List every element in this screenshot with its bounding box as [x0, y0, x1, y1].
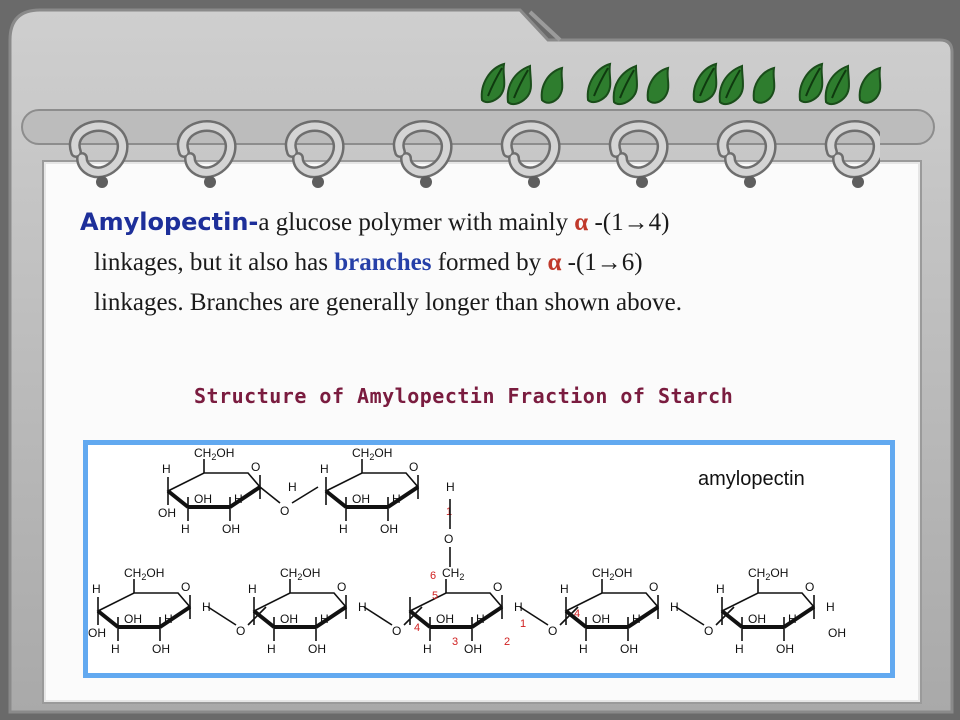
hydrogen: H: [234, 492, 243, 506]
ring-oxygen: O: [409, 460, 418, 474]
hydroxyl: OH: [620, 642, 638, 656]
hydrogen: H: [579, 642, 588, 656]
structure-diagram: amylopectin CH2OH O: [88, 446, 846, 656]
ch2oh-label: CH2OH: [748, 566, 788, 582]
hydrogen: H: [826, 600, 835, 614]
ring-oxygen: O: [181, 580, 190, 594]
position-number: 4: [574, 608, 580, 620]
branch-oxygen: O: [444, 532, 453, 546]
ch2oh-label: CH2OH: [592, 566, 632, 582]
hydroxyl: OH: [308, 642, 326, 656]
definition-paragraph: Amylopectin-a glucose polymer with mainl…: [80, 202, 880, 323]
glucose-residue-branch-point: CH2 O OH H H OH H 6 5 4 3 2 1: [408, 566, 526, 656]
position-number: 5: [432, 590, 438, 602]
amylopectin-structure-figure: amylopectin CH2OH O: [83, 440, 895, 678]
linkage-1-6: -(1→6): [561, 249, 643, 276]
line2-mid-text: formed by: [431, 249, 548, 276]
hydrogen: H: [181, 522, 190, 536]
hydrogen: H: [320, 462, 329, 476]
ch2oh-label: CH2OH: [194, 446, 234, 462]
glucose-residue-chain-1: CH2OH O H OH OH H H OH H: [88, 566, 211, 656]
ring-oxygen: O: [805, 580, 814, 594]
alpha-symbol: α: [547, 249, 562, 276]
glucose-residue-chain-5: CH2OH O H OH H H OH H OH: [716, 566, 846, 656]
definition-line-1: Amylopectin-a glucose polymer with mainl…: [80, 202, 880, 243]
hydroxyl: OH: [158, 506, 176, 520]
position-number: 1: [446, 506, 452, 518]
hydroxyl: OH: [828, 626, 846, 640]
glucose-residue-branch-2: CH2OH O H OH H H OH H 1: [320, 446, 455, 536]
hydrogen: H: [288, 480, 297, 494]
hydrogen: H: [670, 600, 679, 614]
position-number: 2: [504, 636, 510, 648]
ch2oh-label: CH2OH: [124, 566, 164, 582]
hydrogen: H: [164, 612, 173, 626]
glycosidic-oxygen: O: [548, 624, 557, 638]
position-number: 1: [520, 618, 526, 630]
hydrogen: H: [423, 642, 432, 656]
figure-title: Structure of Amylopectin Fraction of Sta…: [194, 384, 734, 408]
hydrogen: H: [632, 612, 641, 626]
hydroxyl: OH: [152, 642, 170, 656]
hydrogen: H: [716, 582, 725, 596]
hydroxyl: OH: [88, 626, 106, 640]
hydroxyl: OH: [592, 612, 610, 626]
hydrogen: H: [560, 582, 569, 596]
line2-text: linkages, but it also has: [94, 249, 335, 276]
binder-rings: [68, 112, 880, 192]
hydrogen: H: [92, 582, 101, 596]
hydroxyl: OH: [352, 492, 370, 506]
hydrogen: H: [358, 600, 367, 614]
position-number: 4: [414, 622, 420, 634]
figure-label: amylopectin: [698, 468, 805, 490]
glycosidic-oxygen: O: [280, 504, 289, 518]
hydrogen: H: [476, 612, 485, 626]
hydrogen: H: [735, 642, 744, 656]
glycosidic-oxygen: O: [236, 624, 245, 638]
glucose-residue-chain-2: CH2OH O H OH H H OH H: [248, 566, 367, 656]
definition-line-2: linkages, but it also has branches forme…: [80, 243, 880, 283]
branches-keyword: branches: [334, 249, 432, 276]
glucose-residue-chain-4: CH2OH O H OH H H OH H: [560, 566, 679, 656]
hydroxyl: OH: [222, 522, 240, 536]
hydroxyl: OH: [194, 492, 212, 506]
ch2oh-label: CH2OH: [352, 446, 392, 462]
position-number: 6: [430, 570, 436, 582]
hydroxyl: OH: [436, 612, 454, 626]
hydrogen: H: [111, 642, 120, 656]
hydroxyl: OH: [124, 612, 142, 626]
hydroxyl: OH: [748, 612, 766, 626]
hydroxyl: OH: [380, 522, 398, 536]
hydrogen: H: [162, 462, 171, 476]
hydrogen: H: [202, 600, 211, 614]
ring-oxygen: O: [493, 580, 502, 594]
alpha-symbol: α: [574, 209, 589, 236]
line1-text: a glucose polymer with mainly: [258, 209, 575, 236]
glycosidic-oxygen: O: [392, 624, 401, 638]
definition-line-3: linkages. Branches are generally longer …: [94, 289, 682, 316]
hydrogen: H: [514, 600, 523, 614]
ch2oh-label: CH2OH: [280, 566, 320, 582]
hydrogen: H: [267, 642, 276, 656]
hydrogen: H: [320, 612, 329, 626]
hydrogen: H: [392, 492, 401, 506]
glycosidic-oxygen: O: [704, 624, 713, 638]
ring-oxygen: O: [251, 460, 260, 474]
hydrogen: H: [248, 582, 257, 596]
position-number: 3: [452, 636, 458, 648]
ch2-label: CH2: [442, 566, 464, 582]
term-amylopectin: Amylopectin-: [80, 208, 259, 236]
hydrogen: H: [339, 522, 348, 536]
hydrogen: H: [788, 612, 797, 626]
hydroxyl: OH: [280, 612, 298, 626]
leaf-decoration-row: [480, 62, 882, 106]
hydroxyl: OH: [776, 642, 794, 656]
linkage-1-4: -(1→4): [588, 209, 670, 236]
hydrogen: H: [446, 480, 455, 494]
glucose-residue-branch-1: CH2OH O H OH OH H H OH H: [158, 446, 297, 536]
hydroxyl: OH: [464, 642, 482, 656]
ring-oxygen: O: [649, 580, 658, 594]
ring-oxygen: O: [337, 580, 346, 594]
